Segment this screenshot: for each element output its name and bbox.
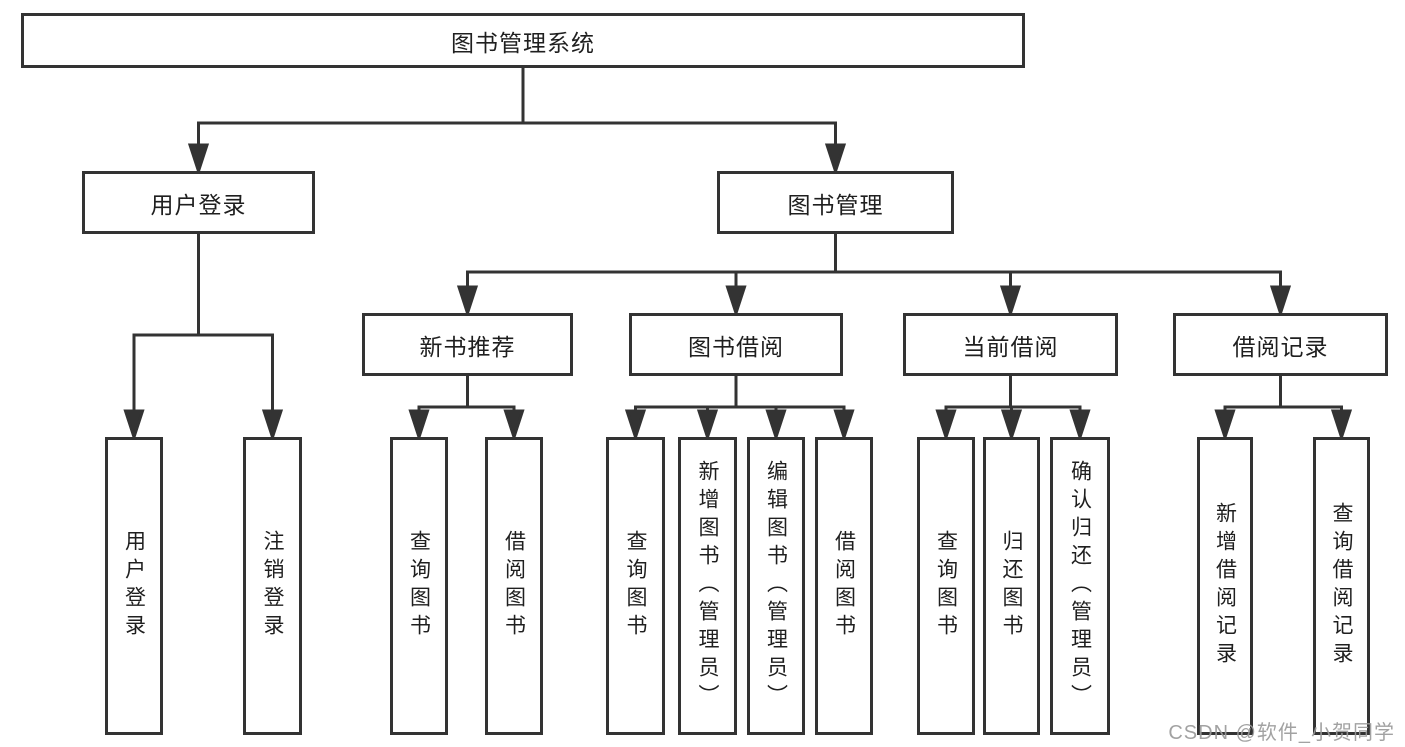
leaf-user-login: 用户登录 bbox=[105, 437, 163, 735]
leaf-recommend-query-book: 查询图书 bbox=[390, 437, 448, 735]
junction-stems bbox=[197, 66, 1282, 409]
leaf-borrow-borrow-book: 借阅图书 bbox=[815, 437, 873, 735]
node-root-label: 图书管理系统 bbox=[451, 29, 595, 56]
node-root: 图书管理系统 bbox=[21, 13, 1025, 68]
leaf-user-login-label: 用户登录 bbox=[122, 530, 146, 642]
leaf-current-confirm-return: 确认归还（管理员） bbox=[1050, 437, 1110, 735]
leaf-logout-label: 注销登录 bbox=[261, 530, 284, 642]
leaf-records-add-record: 新增借阅记录 bbox=[1197, 437, 1253, 735]
node-current-borrow-label: 当前借阅 bbox=[962, 333, 1059, 360]
node-borrow-records-label: 借阅记录 bbox=[1232, 333, 1329, 360]
leaf-borrow-edit-book-label: 编辑图书（管理员） bbox=[764, 460, 788, 712]
arrows-level2 bbox=[456, 270, 1292, 318]
leaf-borrow-borrow-book-label: 借阅图书 bbox=[832, 530, 856, 642]
node-user-login: 用户登录 bbox=[82, 171, 315, 234]
node-book-management: 图书管理 bbox=[717, 171, 954, 234]
leaf-recommend-borrow-book-label: 借阅图书 bbox=[502, 530, 526, 642]
leaf-borrow-edit-book: 编辑图书（管理员） bbox=[747, 437, 805, 735]
node-book-borrow-label: 图书借阅 bbox=[688, 333, 784, 360]
arrows-level1 bbox=[187, 121, 847, 176]
node-user-login-label: 用户登录 bbox=[150, 191, 247, 218]
leaf-borrow-add-book-label: 新增图书（管理员） bbox=[696, 460, 719, 712]
leaf-current-return-book: 归还图书 bbox=[983, 437, 1040, 735]
node-new-book-recommend-label: 新书推荐 bbox=[419, 333, 516, 360]
leaf-records-query-record-label: 查询借阅记录 bbox=[1330, 502, 1353, 670]
leaf-current-confirm-return-label: 确认归还（管理员） bbox=[1068, 460, 1092, 712]
leaf-records-query-record: 查询借阅记录 bbox=[1313, 437, 1370, 735]
node-new-book-recommend: 新书推荐 bbox=[362, 313, 573, 376]
leaf-borrow-query-book-label: 查询图书 bbox=[624, 530, 647, 642]
arrows-leaves bbox=[123, 333, 1353, 442]
leaf-current-query-book: 查询图书 bbox=[917, 437, 975, 735]
node-book-borrow: 图书借阅 bbox=[629, 313, 843, 376]
leaf-records-add-record-label: 新增借阅记录 bbox=[1213, 502, 1237, 670]
leaf-recommend-borrow-book: 借阅图书 bbox=[485, 437, 543, 735]
node-borrow-records: 借阅记录 bbox=[1173, 313, 1388, 376]
leaf-current-query-book-label: 查询图书 bbox=[934, 530, 958, 642]
node-book-management-label: 图书管理 bbox=[787, 191, 884, 218]
csdn-watermark: CSDN @软件_小贺同学 bbox=[1168, 722, 1395, 744]
leaf-recommend-query-book-label: 查询图书 bbox=[407, 530, 431, 642]
leaf-borrow-query-book: 查询图书 bbox=[606, 437, 665, 735]
leaf-logout: 注销登录 bbox=[243, 437, 302, 735]
leaf-borrow-add-book: 新增图书（管理员） bbox=[678, 437, 737, 735]
node-current-borrow: 当前借阅 bbox=[903, 313, 1118, 376]
leaf-current-return-book-label: 归还图书 bbox=[1000, 530, 1023, 642]
